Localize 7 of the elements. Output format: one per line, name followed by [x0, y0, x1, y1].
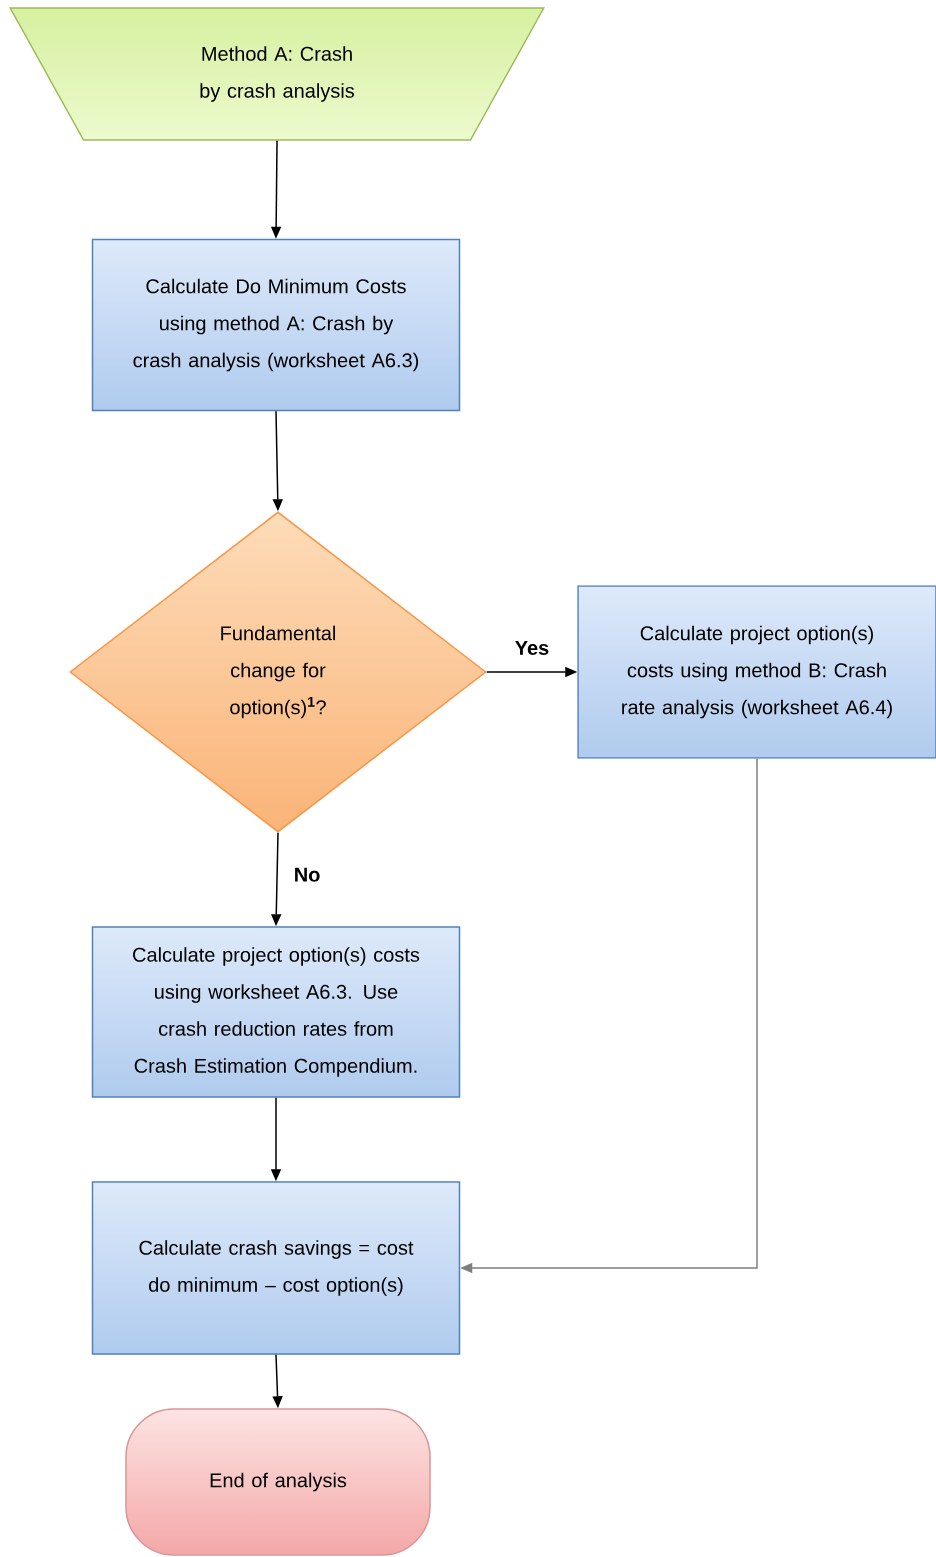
end-terminator: End of analysis	[125, 1408, 431, 1556]
process-box: Calculate crash savings = cost do minimum – cost option(s)	[91, 1181, 461, 1355]
edge-label: Yes	[513, 640, 551, 656]
edge-label: No	[292, 866, 322, 883]
process-box: Calculate project option(s) costs using worksheet A6.3. Use crash reduction rates from Crash Estimation Compendium.	[91, 926, 461, 1098]
process-box: Calculate Do Minimum Costs using method A: Crash by crash analysis (worksheet A6.3)	[91, 238, 461, 412]
process-box: Calculate project option(s) costs using method B: Crash rate analysis (worksheet A6.4)	[577, 585, 936, 759]
